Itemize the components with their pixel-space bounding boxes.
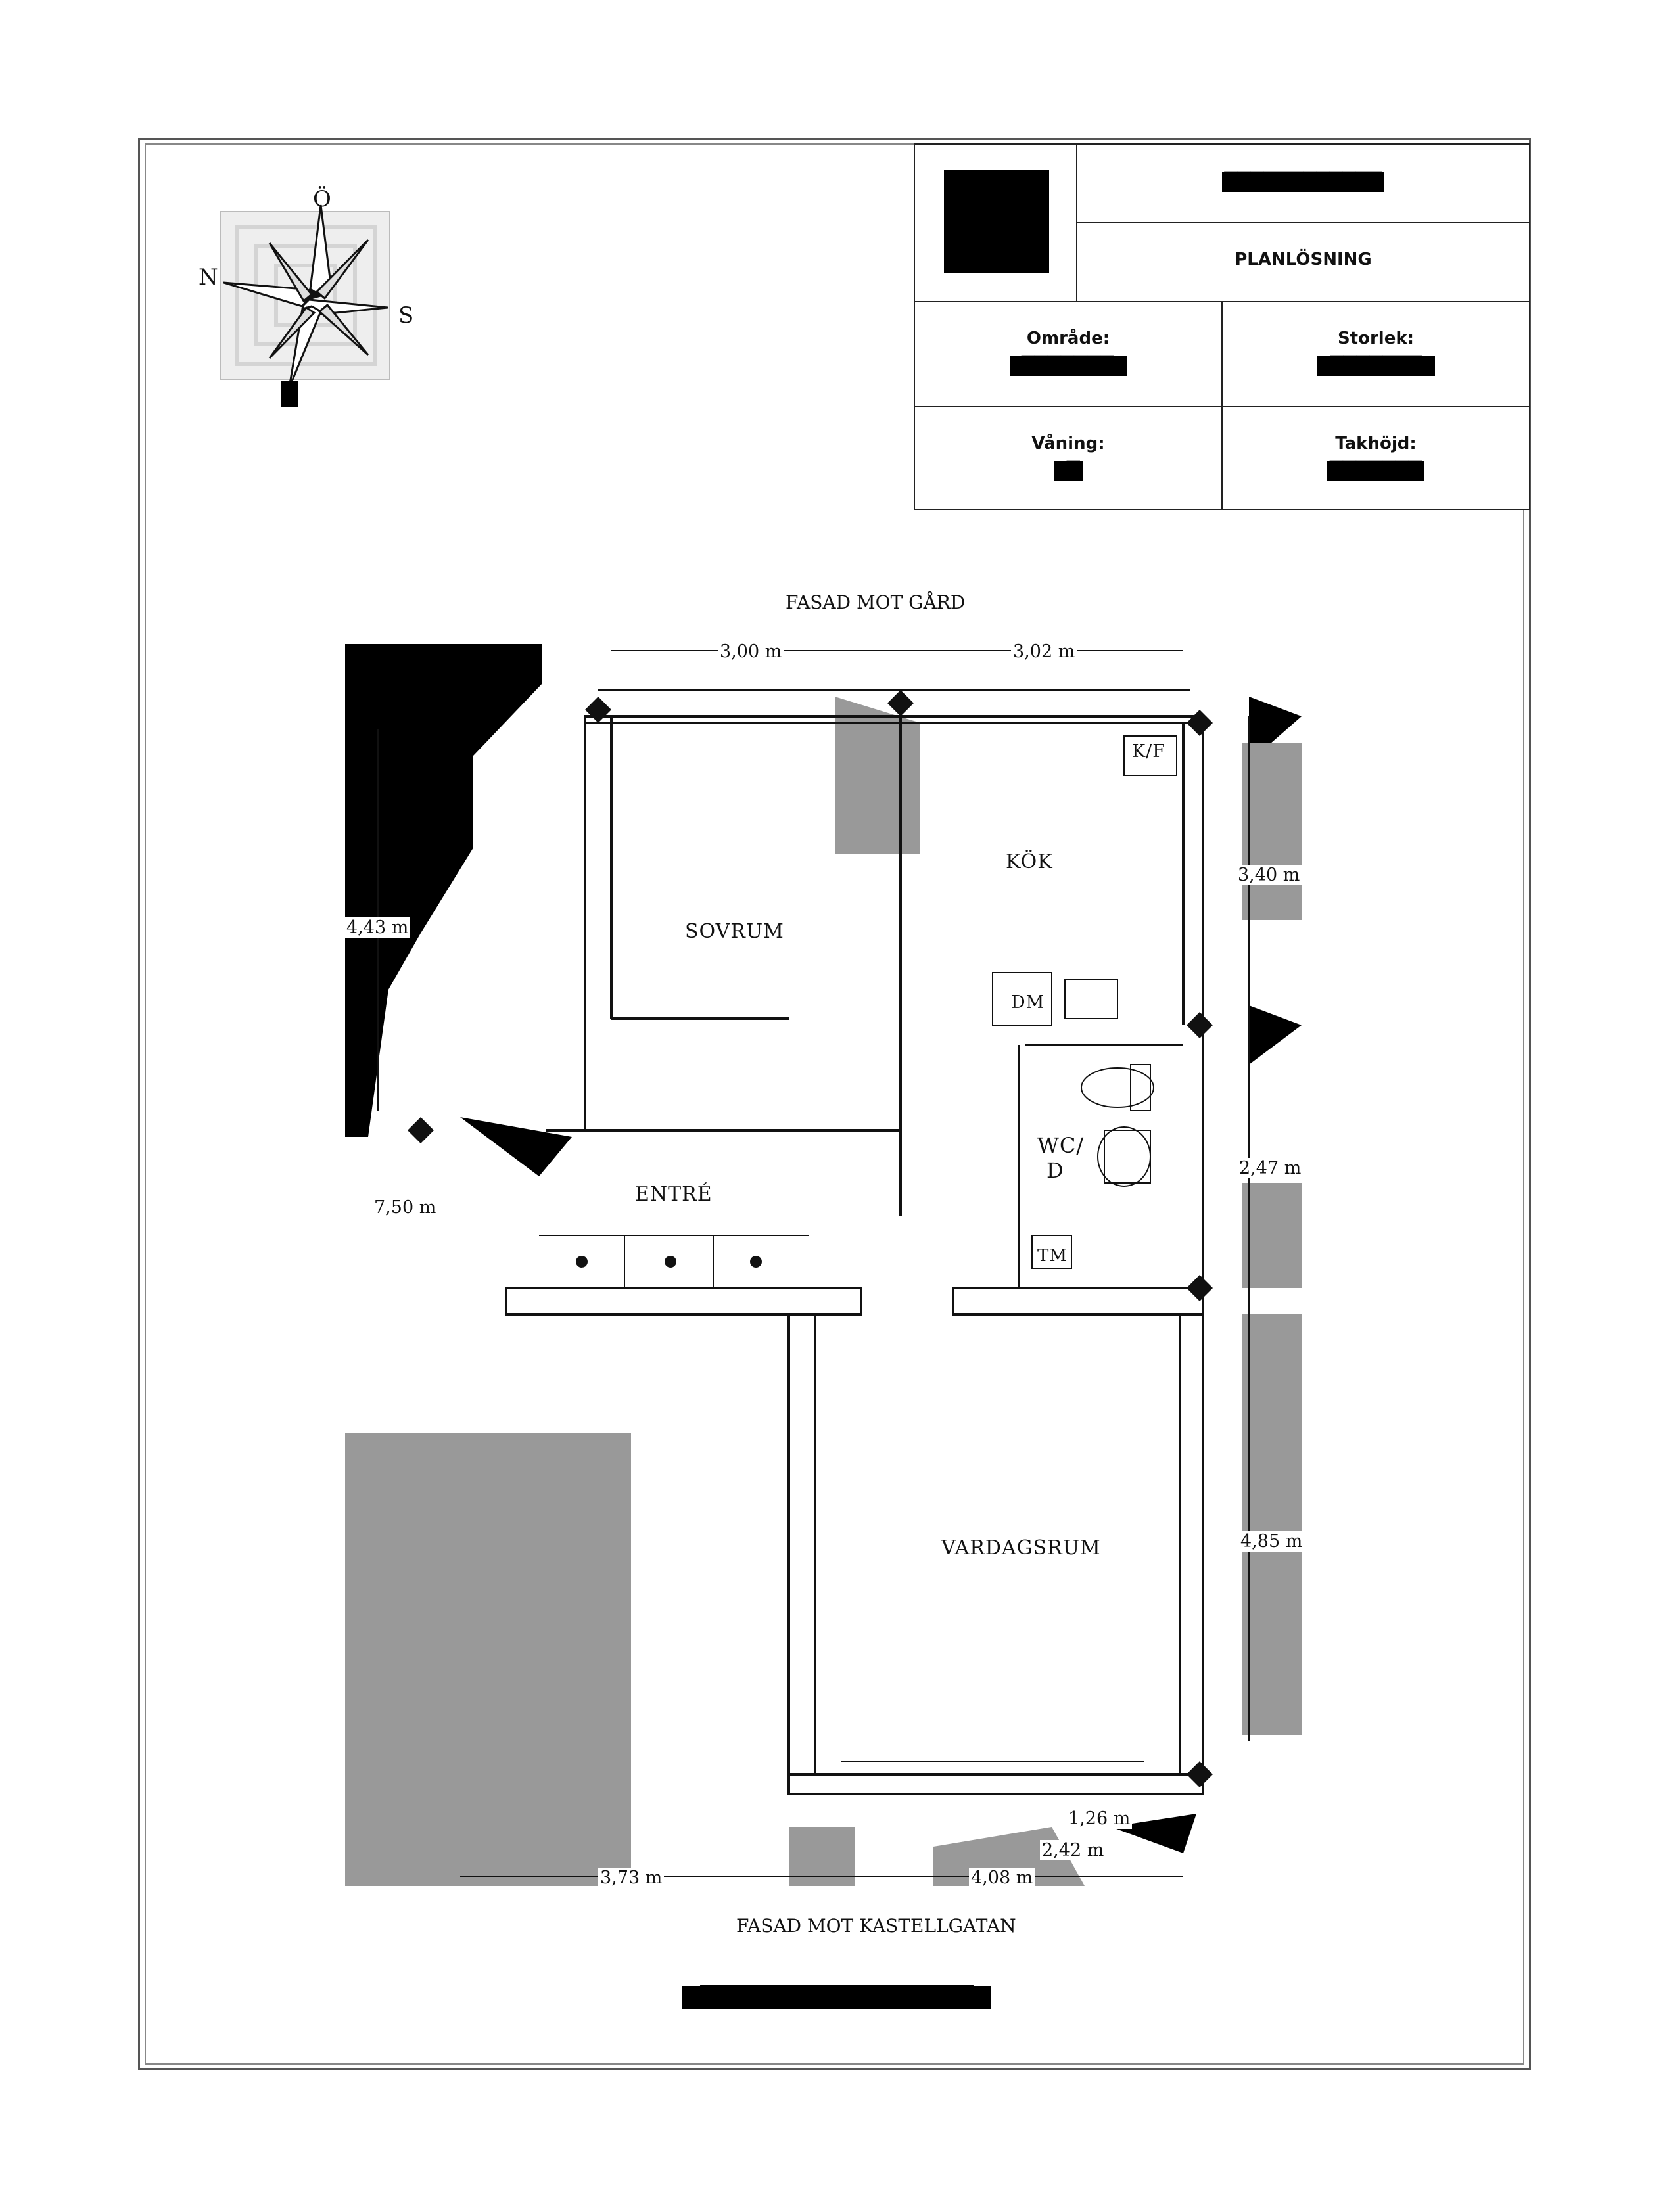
- room-dm: DM: [1011, 992, 1045, 1013]
- dim-bottom-d: 4,08 m: [969, 1868, 1035, 1888]
- dim-left-upper: 4,43 m: [344, 917, 411, 938]
- room-wc: WC/: [1037, 1133, 1085, 1158]
- size-cell: Storlek: 2███████k: [1221, 301, 1530, 407]
- dim-top-right: 3,02 m: [1011, 641, 1077, 662]
- compass-west-label: V: [281, 381, 298, 407]
- page-border-inner: [145, 143, 1524, 2065]
- dim-top-left: 3,00 m: [718, 641, 784, 662]
- dimension-lines: [377, 650, 1250, 1877]
- dim-bottom-a: 1,26 m: [1066, 1809, 1133, 1829]
- compass-east-label: Ö: [313, 186, 331, 212]
- heading-cell: ████████████: [1076, 145, 1530, 223]
- page-border: [138, 138, 1531, 2070]
- footer-redacted: V██████████████████A: [682, 1986, 991, 2009]
- logo: [944, 170, 1049, 273]
- room-tm: TM: [1037, 1246, 1068, 1266]
- dim-bottom-c: 3,73 m: [598, 1868, 665, 1888]
- area-label: Område:: [1026, 329, 1110, 348]
- logo-cell: [915, 145, 1077, 302]
- floor-label: Våning:: [1031, 434, 1105, 453]
- room-kitchen: KÖK: [1006, 850, 1053, 873]
- walls: [505, 715, 1204, 1795]
- compass-icon: [223, 204, 388, 388]
- compass-south-label: S: [398, 302, 414, 329]
- dim-right-mid: 2,47 m: [1237, 1158, 1304, 1178]
- fixtures: [539, 689, 1190, 1762]
- ceiling-label: Takhöjd:: [1335, 434, 1417, 453]
- facade-top-label: FASAD MOT GÅRD: [786, 591, 966, 613]
- room-bedroom: SOVRUM: [685, 920, 784, 943]
- room-wc-d: D: [1046, 1158, 1064, 1183]
- dim-bottom-b: 2,42 m: [1040, 1840, 1106, 1860]
- compass-north-label: N: [199, 264, 218, 290]
- room-kf: K/F: [1132, 741, 1166, 762]
- floor-value: T█: [1054, 461, 1083, 481]
- dim-right-upper: 3,40 m: [1236, 865, 1302, 885]
- heading-text: ████████████: [1221, 172, 1385, 192]
- floor-cell: Våning: T█: [914, 406, 1223, 510]
- area-value: L███████n: [1009, 356, 1127, 376]
- ceiling-cell: Takhöjd: ███████: [1221, 406, 1530, 510]
- plan-grey-shapes: [345, 697, 1302, 1886]
- plan-label: PLANLÖSNING: [1234, 250, 1372, 269]
- ceiling-value: ███████: [1327, 461, 1424, 481]
- dimension-ticks: [408, 690, 1213, 1787]
- size-value: 2███████k: [1317, 356, 1435, 376]
- size-label: Storlek:: [1337, 329, 1415, 348]
- footer-text: V██████████████████A: [682, 1986, 991, 2009]
- room-entry: ENTRÉ: [635, 1183, 713, 1206]
- area-cell: Område: L███████n: [914, 301, 1223, 407]
- facade-bottom-label: FASAD MOT KASTELLGATAN: [736, 1915, 1016, 1937]
- room-living: VARDAGSRUM: [941, 1536, 1101, 1559]
- dim-left-lower: 7,50 m: [372, 1197, 438, 1218]
- plan-cell: PLANLÖSNING: [1076, 222, 1530, 302]
- dim-right-lower: 4,85 m: [1238, 1531, 1305, 1552]
